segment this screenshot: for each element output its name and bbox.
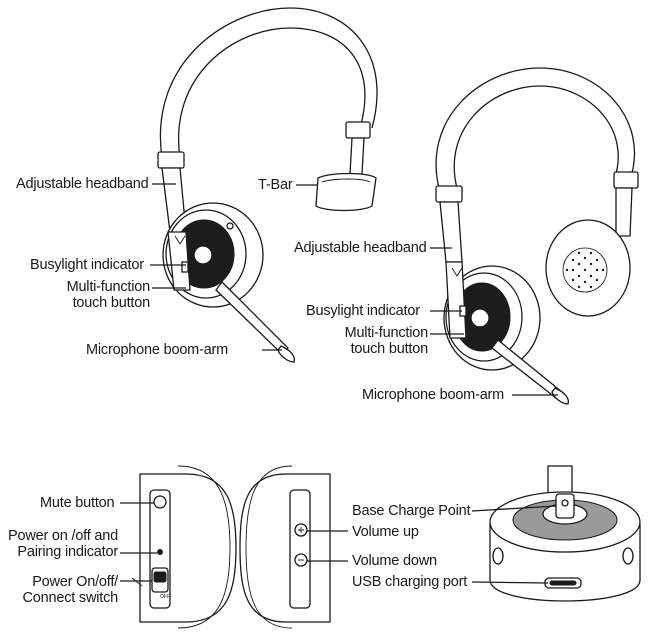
label-busylight-stereo: Busylight indicator (306, 303, 420, 319)
label-microphone-boom-arm-stereo: Microphone boom-arm (362, 387, 505, 403)
label-volume-up: Volume up (352, 524, 419, 540)
label-busylight-mono: Busylight indicator (30, 257, 144, 273)
label-base-charge-point: Base Charge Point (352, 503, 471, 519)
switch-marking: OFF (160, 594, 170, 600)
bottom-view-illustration (489, 465, 641, 602)
label-multi-function-stereo: Multi-function touch button (320, 325, 429, 357)
label-power-switch-line1: Power On/off/ (32, 574, 118, 590)
label-t-bar: T-Bar (258, 177, 293, 193)
label-power-pairing-line1: Power on /off and (8, 528, 118, 544)
label-adjustable-headband-stereo: Adjustable headband (294, 240, 427, 256)
stereo-headset-illustration (435, 67, 639, 405)
label-multi-function-mono-line1: Multi-function (66, 279, 151, 295)
label-multi-function-stereo-line1: Multi-function (344, 325, 429, 341)
mono-headset-illustration (157, 7, 378, 363)
left-side-view-illustration (131, 465, 237, 629)
label-power-pairing: Power on /off and Pairing indicator (0, 528, 118, 560)
label-multi-function-stereo-line2: touch button (350, 341, 429, 357)
label-mute-button: Mute button (40, 495, 115, 511)
label-adjustable-headband-mono: Adjustable headband (16, 176, 149, 192)
leader-lines (120, 183, 558, 584)
right-side-view-illustration (239, 465, 331, 629)
label-volume-down: Volume down (352, 553, 437, 569)
label-power-switch-line2: Connect switch (22, 590, 118, 606)
label-microphone-boom-arm-mono: Microphone boom-arm (86, 342, 229, 358)
speaker-mesh (562, 247, 608, 293)
label-power-pairing-line2: Pairing indicator (17, 544, 118, 560)
label-multi-function-mono-line2: touch button (72, 295, 151, 311)
label-usb-charging-port: USB charging port (352, 574, 468, 590)
label-power-switch: Power On/off/ Connect switch (0, 574, 118, 606)
label-multi-function-mono: Multi-function touch button (44, 279, 151, 311)
